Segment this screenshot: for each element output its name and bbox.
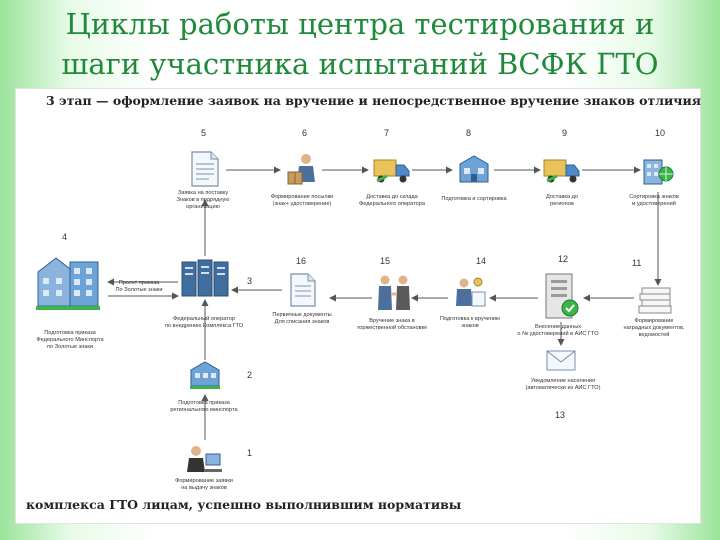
step-caption-5: Заявка на поставку Знаков в подрядную ор… xyxy=(176,190,230,210)
envelope-icon xyxy=(546,348,576,376)
step-caption-3: Федеральный оператор по внедрению Компле… xyxy=(164,316,244,329)
step-number-11: 11 xyxy=(632,258,642,268)
step-number-6: 6 xyxy=(302,128,308,138)
stage-header: 3 этап — оформление заявок на вручение и… xyxy=(46,93,701,108)
diagram-panel xyxy=(15,88,701,524)
step-number-5: 5 xyxy=(201,128,207,138)
stage-footer: комплекса ГТО лицам, успешно выполнившим… xyxy=(26,497,462,512)
step-number-16: 16 xyxy=(296,256,307,266)
step-number-4: 4 xyxy=(62,232,68,242)
prepare-award-icon xyxy=(452,276,488,314)
ministry-building-icon xyxy=(34,244,104,318)
handshake-icon xyxy=(374,274,414,316)
step-number-14: 14 xyxy=(476,256,487,266)
step-number-12: 12 xyxy=(558,254,569,264)
step-caption-11: Формирование наградных документов, ведом… xyxy=(623,318,685,338)
step-number-13: 13 xyxy=(555,410,566,420)
step-caption-13: Уведомление населения (автоматически из … xyxy=(525,378,601,391)
documents-stack-icon xyxy=(636,286,674,320)
step-caption-12: Внесение данных о № удостоверений в АИС … xyxy=(517,324,599,337)
step-caption-4: Подготовка приказа Федерального Минспорт… xyxy=(36,330,104,350)
step-caption-2: Подготовка приказа регионального минспор… xyxy=(170,400,238,413)
step-caption-10: Сортировка знаков и удостоверений xyxy=(629,194,679,207)
warehouse-icon xyxy=(456,152,492,190)
step-caption-6: Формирование посылки (знак+ удостоверени… xyxy=(270,194,334,207)
regional-building-icon xyxy=(188,358,222,394)
step-caption-7: Доставка до склада Федерального оператор… xyxy=(359,194,425,207)
document-icon xyxy=(189,150,221,192)
ais-server-icon xyxy=(542,272,580,324)
truck-icon xyxy=(372,154,412,190)
step-number-9: 9 xyxy=(562,128,568,138)
step-number-7: 7 xyxy=(384,128,390,138)
step-number-8: 8 xyxy=(466,128,472,138)
title-line-1: Циклы работы центра тестирования и xyxy=(65,7,655,41)
step-caption-15: Вручение знака в торжественной обстановк… xyxy=(356,318,428,331)
step-caption-8: Подготовка и сортировка xyxy=(441,196,507,202)
server-icon xyxy=(180,258,230,304)
step-number-3: 3 xyxy=(247,276,253,286)
step-number-15: 15 xyxy=(380,256,391,266)
document-icon xyxy=(288,272,318,312)
step-caption-1: Формирование заявки на выдачу знаков xyxy=(175,478,233,491)
page-title: Циклы работы центра тестирования и шаги … xyxy=(0,4,720,84)
step-number-1: 1 xyxy=(247,448,253,458)
step-caption-16: Первичные документы Для списания знаков xyxy=(272,312,332,325)
project-label: Проект приказа По Золотые знаки xyxy=(115,280,163,293)
person-computer-icon xyxy=(184,442,224,482)
step-number-10: 10 xyxy=(655,128,666,138)
step-caption-14: Подготовка к вручению знаков xyxy=(439,316,501,329)
step-caption-9: Доставка до регионов xyxy=(546,194,578,207)
title-line-2: шаги участника испытаний ВСФК ГТО xyxy=(61,47,659,81)
building-globe-icon xyxy=(640,152,676,192)
truck-icon xyxy=(542,154,582,190)
person-parcel-icon xyxy=(284,152,322,192)
step-number-2: 2 xyxy=(247,370,253,380)
